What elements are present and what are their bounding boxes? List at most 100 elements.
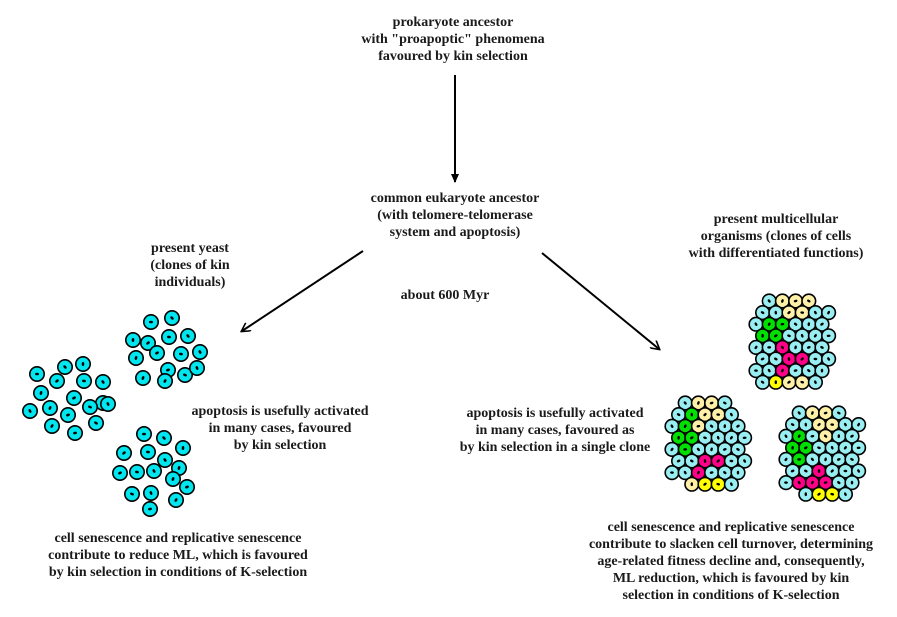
yeast-cell [140,334,157,351]
nucleus [760,357,765,361]
nucleus [166,368,170,372]
yeast-cell [146,462,163,479]
nucleus [817,446,821,450]
nucleus [820,368,824,373]
nucleus [827,357,831,361]
nucleus [690,412,694,417]
tissue-cell [730,418,746,434]
nucleus [814,380,817,385]
yeast-cell [112,464,129,481]
yeast-cell [142,500,159,517]
pale-cell [781,305,797,321]
nucleus [793,322,798,326]
nucleus [807,369,811,373]
yeast-cell [125,331,142,348]
label-line: organisms (clones of cells [700,229,852,244]
nucleus [34,372,40,376]
yeast-cell [82,398,99,415]
nucleus [826,334,831,338]
nucleus [163,458,167,462]
multicellular-apoptosis-label: apoptosis is usefully activated in many … [448,405,662,456]
nucleus [716,482,721,486]
nucleus [181,445,185,451]
label-line: system and apoptosis) [389,225,521,240]
nucleus [39,391,43,395]
nucleus [767,299,771,303]
tissue-cell [807,374,824,390]
yeast-cell [189,359,206,376]
yeast-cell [67,424,84,441]
label-line: contribute to slacken cell turnover, det… [588,537,874,552]
label-line: by kin selection [233,438,327,453]
nucleus [174,498,178,502]
tissue-cell [717,441,733,458]
nucleus [703,413,707,417]
tissue-cell [831,405,847,421]
tissue-cell [820,305,837,321]
nucleus [690,482,694,487]
tissue-cell [850,417,867,433]
yeast-cell [59,406,76,423]
nucleus [820,345,824,349]
nucleus [774,357,778,361]
multicellular-senescence-label: cell senescence and replicative senescen… [572,519,890,604]
tissue-cell [664,441,680,458]
tissue-cell [664,465,680,481]
nucleus [690,436,694,440]
nucleus [817,492,821,496]
tissue-cell [730,465,746,481]
nucleus [790,469,795,473]
nucleus [73,431,77,435]
yeast-cell [179,478,196,495]
multicellular-organism [664,395,753,492]
yeast-cell [143,313,160,330]
yeast-cell [56,358,73,375]
nucleus [804,492,808,497]
tissue-cell [754,374,771,390]
label-line: individuals) [154,275,226,290]
yeast-apoptosis-label: apoptosis is usefully activated in many … [180,403,380,454]
nucleus [670,471,674,474]
yeast-cell [75,355,92,372]
nucleus [807,299,811,303]
nucleus [722,448,727,451]
tissue-cell [723,430,740,446]
tissue-cell [754,351,771,367]
tissue-cell [814,363,830,379]
yeast-cell [43,417,60,434]
label-line: present yeast [151,241,229,256]
arrow-eukaryote-to-yeast [242,250,364,331]
nucleus [837,411,841,415]
tissue-cell [717,395,733,411]
nucleus [787,311,791,315]
nucleus [179,352,183,356]
nucleus [857,422,860,427]
label-line: age-related fitness decline and, consequ… [597,554,865,569]
nucleus [148,320,154,324]
yeast-cell [76,372,93,389]
yeast-cell [192,343,209,360]
nucleus [683,470,687,475]
label-line: with "proapoptic" phenomena [361,32,545,47]
nucleus [810,434,815,438]
nucleus [830,492,835,496]
nucleus [760,380,765,384]
nucleus [793,299,798,303]
tissue-cell [837,417,854,433]
yeast-cell [173,345,190,362]
tissue-cell [778,475,794,491]
nucleus [774,380,778,385]
nucleus [676,413,681,417]
yeast-cell [41,399,58,416]
tissue-cell [844,451,860,468]
nucleus [784,457,788,462]
nucleus [807,322,811,327]
yeast-cell [100,395,117,412]
tissue-cell [820,351,837,367]
nucleus [767,322,771,327]
nucleus [837,481,841,485]
nucleus [754,369,758,372]
nucleus [183,373,187,377]
nucleus [804,446,808,450]
nucleus [723,471,727,475]
